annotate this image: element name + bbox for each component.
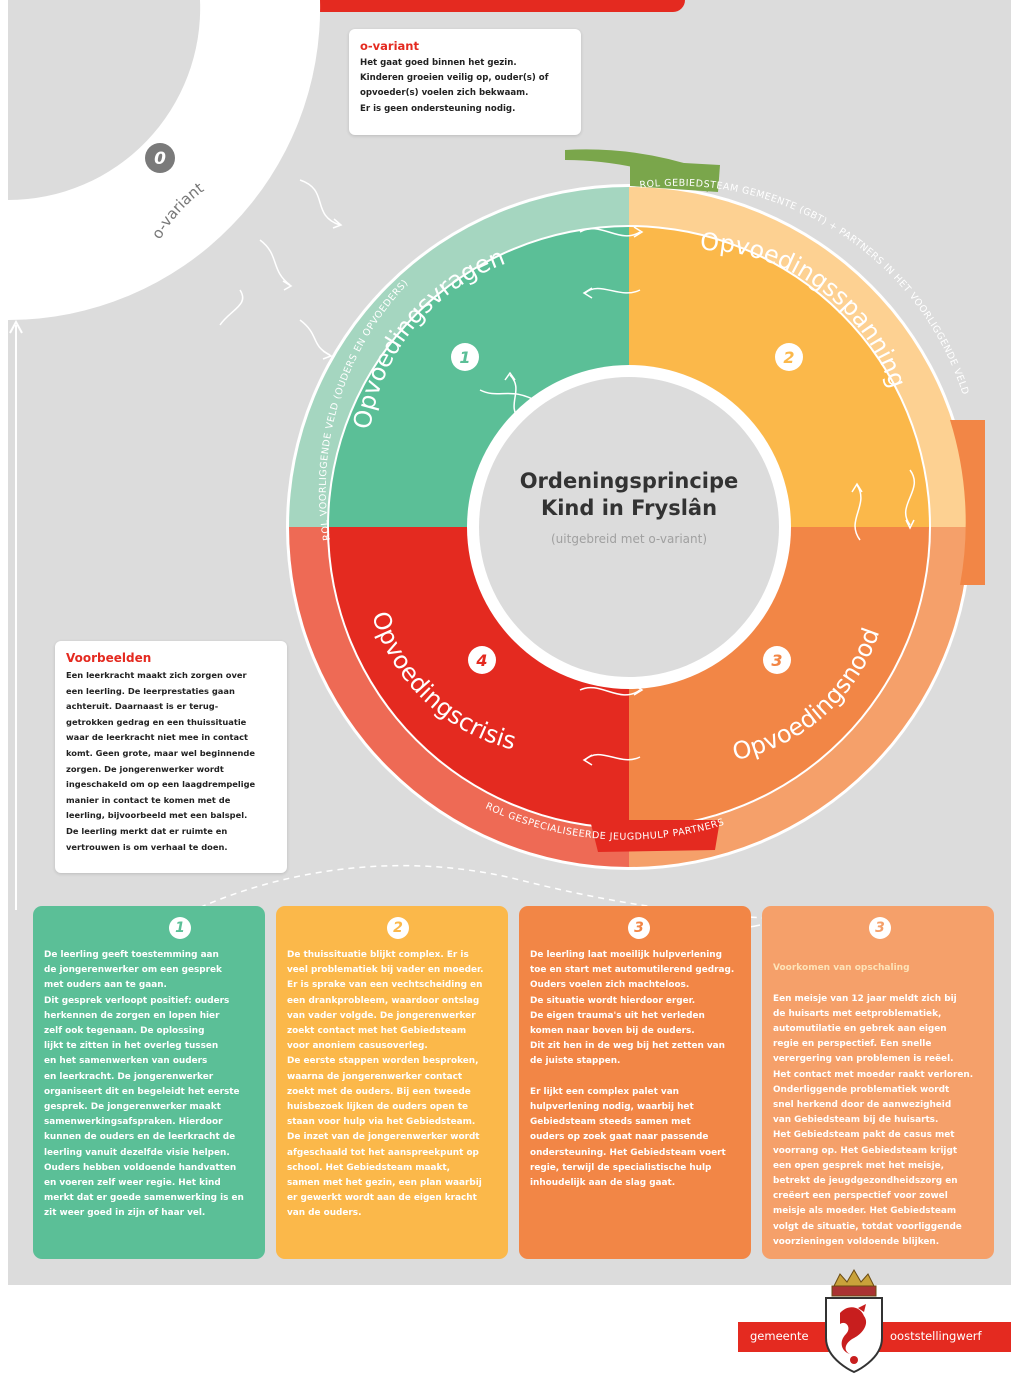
coat-of-arms-icon [825,1269,883,1374]
center-title-line1: Ordeningsprincipe [520,469,739,493]
card-4-text: Een meisje van 12 jaar meldt zich bij de… [773,993,974,1247]
ring-accent-bar [630,160,720,192]
o-variant-callout-text: Het gaat goed binnen het gezin. Kinderen… [360,58,549,114]
logo-text-left: gemeente [750,1329,809,1343]
center-subtitle: (uitgebreid met o-variant) [551,532,707,546]
example-card-4: 3 Voorkomen van opschaling Een meisje va… [762,906,994,1259]
card-3-text: De leerling laat moeilijk hulpverlening … [530,950,735,1189]
arrow-up-icon [9,319,23,334]
quadrant-2-badge [775,343,803,371]
card-4-number: 3 [869,917,891,939]
example-card-1: 1 De leerling geeft toestemming aan de j… [33,906,265,1259]
quadrant-3-badge [763,646,791,674]
card-4-body: Voorkomen van opschaling Een meisje van … [773,946,986,1250]
card-1-number: 1 [169,917,191,939]
ring-accent-right [950,420,985,585]
ring-accent [565,149,708,192]
example-card-2: 2 De thuissituatie blijkt complex. Er is… [276,906,508,1259]
quadrant-1-badge [451,343,479,371]
flow-arrows [219,179,916,766]
o-variant-number: 0 [154,149,166,169]
example-card-3: 3 De leerling laat moeilijk hulpverlenin… [519,906,751,1259]
card-2-number: 2 [387,917,409,939]
card-2-text: De thuissituatie blijkt complex. Er is v… [287,950,484,1219]
quadrant-2-number: 2 [783,348,794,367]
card-1-text: De leerling geeft toestemming aan de jon… [44,950,244,1219]
card-3-number: 3 [628,917,650,939]
quadrant-3-number: 3 [771,651,782,670]
quadrant-1-number: 1 [459,348,470,367]
outer-ring [286,184,972,870]
center-title-line2: Kind in Fryslân [541,496,717,520]
quadrant-4-badge [468,646,496,674]
ring-accent-bottom [590,820,720,852]
voorbeelden-text: Een leerkracht maakt zich zorgen over ee… [66,670,256,852]
o-variant-inner [8,0,201,201]
voorbeelden-title: Voorbeelden [66,651,152,665]
card-4-subtitle: Voorkomen van opschaling [773,963,910,974]
o-variant-badge [145,143,175,173]
o-variant-callout-title: o-variant [360,39,419,53]
voorbeelden-callout: Voorbeelden Een leerkracht maakt zich zo… [55,641,287,873]
o-variant-callout: o-variant Het gaat goed binnen het gezin… [349,29,581,135]
logo-text-right: ooststellingwerf [890,1329,982,1343]
quadrant-4-number: 4 [475,651,487,670]
